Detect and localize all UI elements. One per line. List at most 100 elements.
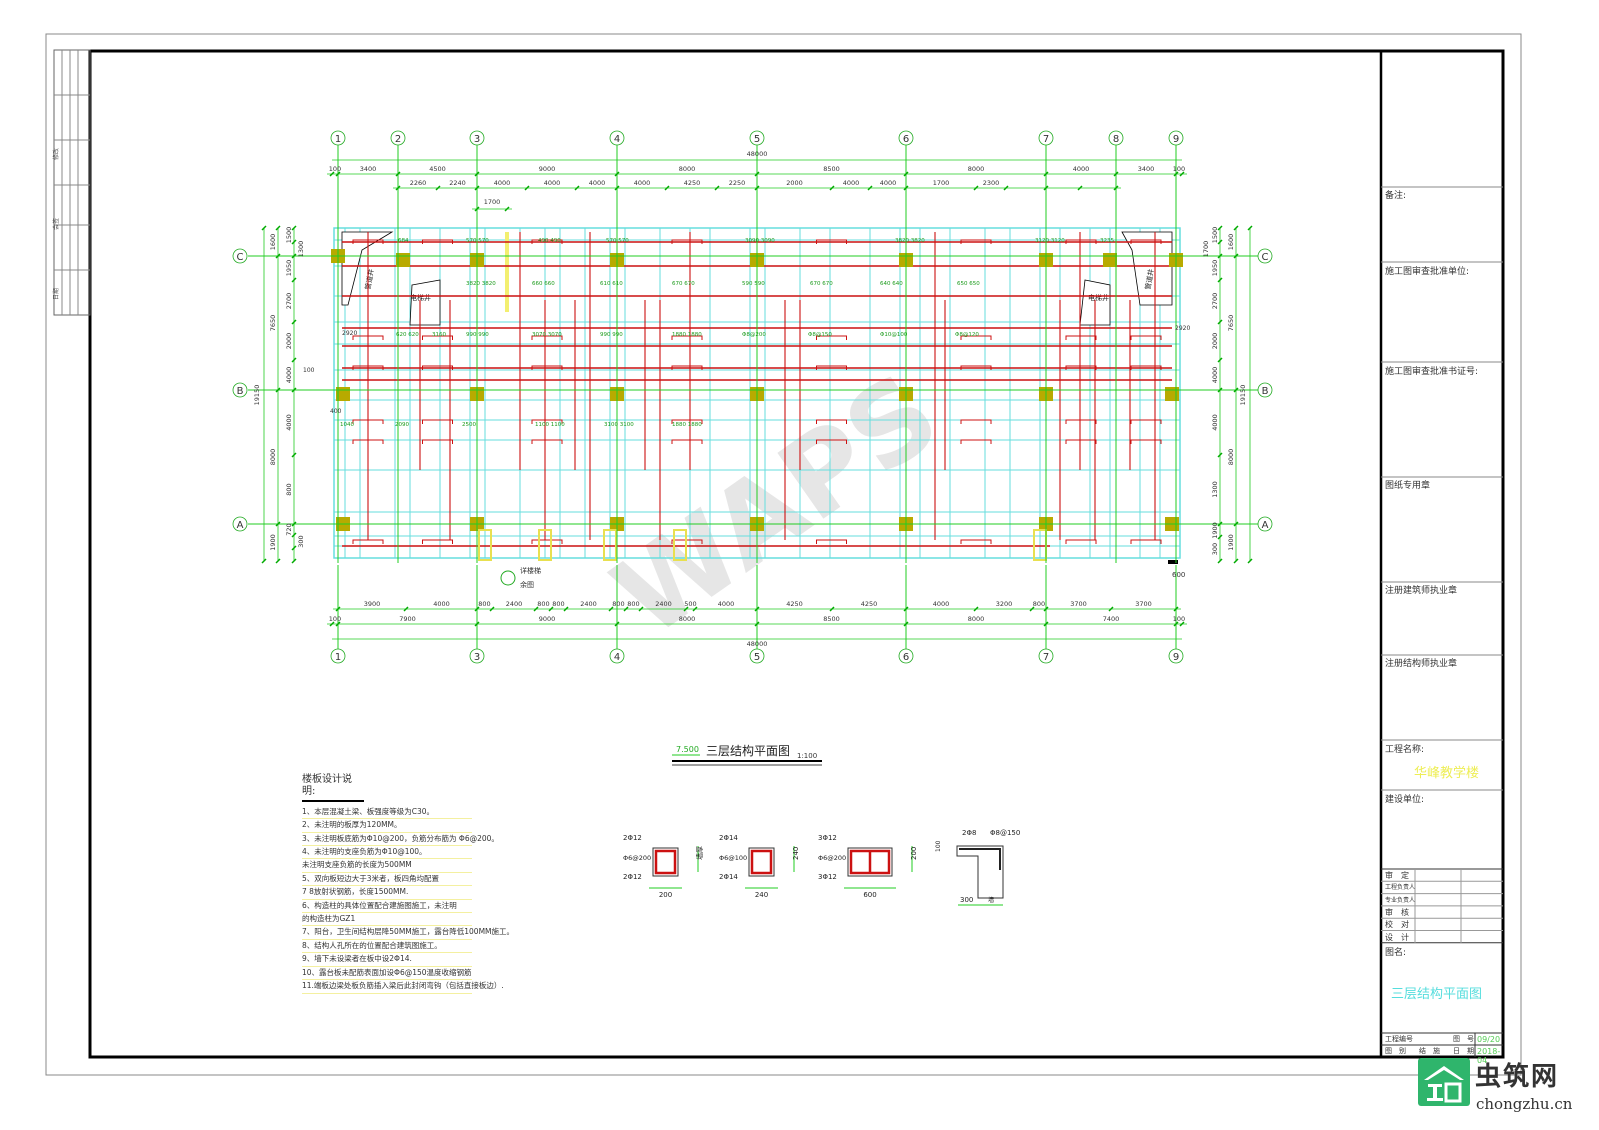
project-name-label: 工程名称: [1385,745,1425,755]
dim-text: 2240 [449,179,466,187]
dim-text: 1950 [285,260,293,277]
review-cert-label: 施工图审查批准书证号: [1385,367,1479,377]
axis-label: 7 [1043,652,1049,663]
dim-tick [1217,239,1223,245]
axis-bubble [1038,648,1054,664]
axis-bubble [1257,382,1273,398]
section-stirrup: Φ6@100 [719,854,747,862]
dim-tick [1233,521,1239,527]
rebar-bracket [1130,439,1162,444]
dim-text: 8000 [1227,449,1235,466]
rebar-bracket [531,439,563,444]
dim-tick [275,521,281,527]
dim-tick [867,185,873,191]
rebar-label: Φ8@200 [742,332,766,338]
rebar-bracket [422,335,453,340]
axis-label: 6 [903,652,909,663]
detail-bubble [500,570,516,586]
elevator-label: 电梯井 [410,293,431,302]
notes-title: 楼板设计说明: [302,774,364,802]
rebar-label: 620 620 [396,332,419,338]
dim-tick [1217,253,1223,259]
axis-bubble [1038,130,1054,146]
dim-tick [829,185,835,191]
dim-tick [291,558,297,564]
dim-tick [275,558,281,564]
axis-bubble [749,648,765,664]
rebar-label: 1880 1880 [672,332,702,338]
dim-tick [335,606,341,612]
rebar-bracket [960,419,992,424]
axis-bubble [469,130,485,146]
rebar-bracket [1130,419,1162,424]
dim-text: 800 [537,600,549,608]
column [1103,253,1117,267]
rebar-bracket [422,419,453,424]
dim-text: 1950 [1211,260,1219,277]
dim-tick [1217,357,1223,363]
architect-seal-label: 注册建筑师执业章 [1385,586,1458,596]
dim-text: 4000 [1211,367,1219,384]
dim-tick [638,606,644,612]
review-unit-label: 施工图审查批准单位: [1385,267,1470,277]
rebar-bracket [422,439,453,444]
rebar-bracket [1065,439,1097,444]
dim-text: 8000 [679,615,696,623]
axis-label: 9 [1173,652,1179,663]
dim-tick [574,185,580,191]
constructional-column [603,529,617,561]
rebar-label: 640 640 [880,281,903,287]
constructional-column [673,529,687,561]
dim-total: 19150 [253,385,261,406]
axis-label: 2 [395,134,401,145]
dim-tick [1217,225,1223,231]
note-item: 7、阳台，卫生间结构层降50MM施工，露台降低100MM施工。 [302,926,514,940]
dim-text: 300 [1211,543,1219,555]
dim-text: 800 [552,600,564,608]
dim-text: 4000 [285,367,293,384]
plan-scale: 1:100 [797,752,817,760]
stair-shaft [341,231,394,306]
plan-title: 三层结构平面图 [706,743,790,758]
section-height: 墙厚 [695,846,704,860]
dim-tick [1029,606,1035,612]
rebar-label: 670 670 [810,281,833,287]
dim-tick [1173,606,1179,612]
dim-tick [714,185,720,191]
rebar-label: 990 990 [600,332,623,338]
rebar-label: 570 570 [466,238,489,244]
elevator-label: 电梯井 [1088,293,1109,302]
dim-text: 1300 [297,241,305,258]
dim-text: 500 [684,600,696,608]
dim-tick [683,606,689,612]
dim-text: 2000 [285,333,293,350]
note-item: 4、未注明的支座负筋为Φ10@100。 [302,846,472,860]
dim-tick [1217,319,1223,325]
axis-bubble [232,516,248,532]
dim-tick [608,606,614,612]
rebar-bracket [1130,335,1162,340]
dim-text: 7900 [399,615,416,623]
rebar-bracket [352,365,384,370]
canopy-top-rebar: 2Φ8 [962,829,976,837]
dim-text: 800 [627,600,639,608]
dim-text: 300 [297,535,305,547]
rebar-label: 3070 3070 [532,332,562,338]
dim-tick [614,185,620,191]
axis-label: 1 [335,134,341,145]
dim-tick [275,253,281,259]
axis-bubble [232,382,248,398]
axis-label: 8 [1113,134,1119,145]
project-no-label: 工程编号 [1385,1035,1413,1043]
dim-tick [335,171,341,177]
dim-tick [1108,606,1114,612]
rebar-bracket [960,335,992,340]
dim-tick [291,277,297,283]
note-item: 10、露台板未配筋表面加设Φ6@150温度收缩钢筋 [302,967,472,981]
rebar-bracket [1065,539,1097,544]
rebar-bracket [352,419,384,424]
rebar-bracket [671,239,703,244]
axis-label: 5 [754,134,760,145]
section-outline [748,847,775,877]
